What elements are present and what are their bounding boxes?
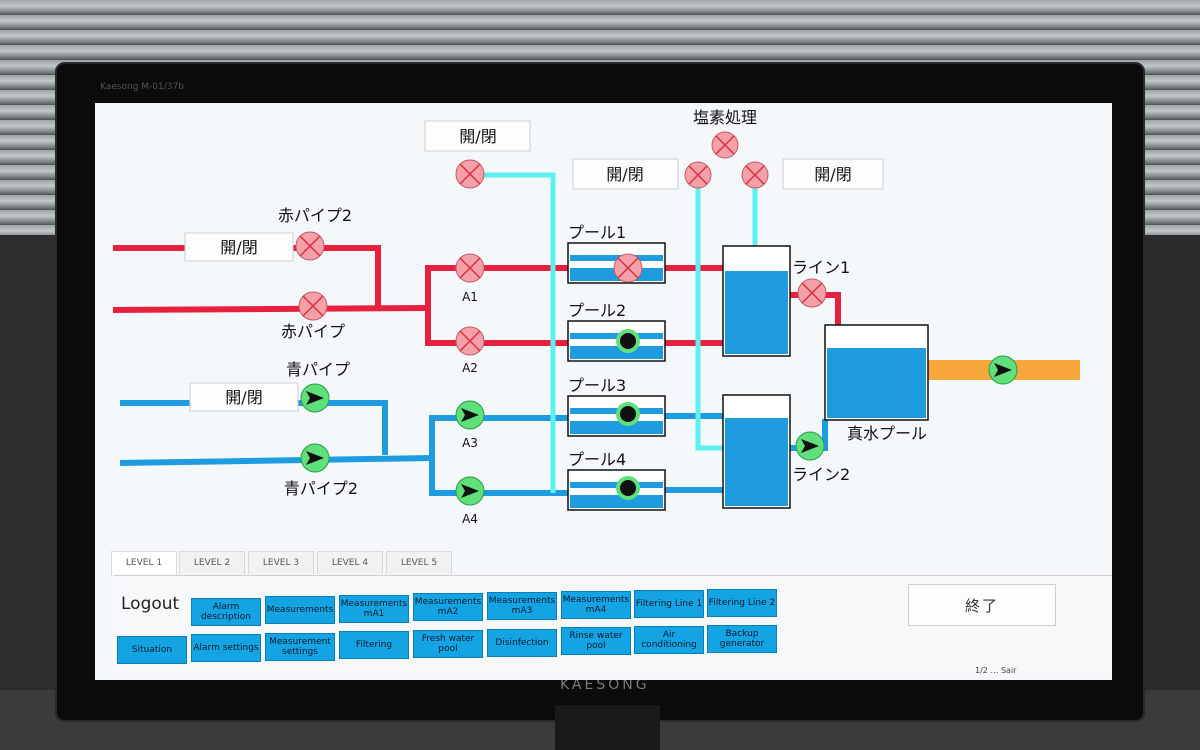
label-red-pipe-2: 赤パイプ2 xyxy=(278,206,352,225)
line-1-tank xyxy=(722,245,791,357)
svg-text:開/閉: 開/閉 xyxy=(225,388,262,407)
valve-a3-icon xyxy=(455,400,485,430)
svg-text:開/閉: 開/閉 xyxy=(220,238,257,257)
tab-level-3[interactable]: LEVEL 3 xyxy=(248,551,314,574)
label-pool4: プール4 xyxy=(568,450,626,469)
svg-text:開/閉: 開/閉 xyxy=(459,127,496,146)
measurements-ma3-button[interactable]: Measurements mA3 xyxy=(487,592,557,620)
blue-pipe-2-line xyxy=(119,455,433,466)
pump-pool4-icon xyxy=(616,476,640,500)
cyan-line1-feed xyxy=(695,175,723,451)
open-close-button-chlorine-left: 開/閉 xyxy=(572,158,679,190)
tab-level-2[interactable]: LEVEL 2 xyxy=(179,551,245,574)
valve-blue-pipe-icon xyxy=(300,383,330,413)
logout-button[interactable]: Logout xyxy=(121,594,180,614)
valve-chlorine-top-icon xyxy=(711,131,739,159)
svg-text:開/閉: 開/閉 xyxy=(814,165,851,184)
label-blue-pipe: 青パイプ xyxy=(286,360,350,379)
red-branch-a1 xyxy=(425,265,568,308)
label-pool3: プール3 xyxy=(568,376,626,395)
label-a4: A4 xyxy=(462,512,478,526)
measurements-ma2-button[interactable]: Measurements mA2 xyxy=(413,593,483,621)
open-close-buttons[interactable]: 開/閉 開/閉 開/閉 開/閉 開/閉 xyxy=(184,120,884,412)
label-a2: A2 xyxy=(462,361,478,375)
valve-red-pipe-icon xyxy=(298,291,328,321)
measurements-ma1-button[interactable]: Measurements mA1 xyxy=(339,595,409,623)
pump-pool3-icon xyxy=(616,402,640,426)
open-valves[interactable] xyxy=(300,355,1018,506)
filtering-line-1-button[interactable]: Filtering Line 1 xyxy=(634,590,704,618)
open-close-button-top: 開/閉 xyxy=(424,120,531,152)
disinfection-button[interactable]: Disinfection xyxy=(487,629,557,657)
label-pool1: プール1 xyxy=(568,223,626,242)
valve-a4-icon xyxy=(455,476,485,506)
label-chlorine: 塩素処理 xyxy=(693,108,757,127)
measurement-settings-button[interactable]: Measurement settings xyxy=(265,633,335,661)
valve-line1-icon xyxy=(797,278,827,308)
blue-branch-a3 xyxy=(429,415,568,458)
svg-text:開/閉: 開/閉 xyxy=(606,165,643,184)
navigation-panel: Logout Alarm description Measurements Me… xyxy=(113,575,1112,674)
tab-level-5[interactable]: LEVEL 5 xyxy=(386,551,452,574)
monitor-model-label: Kaesong M-01/37b xyxy=(100,82,184,92)
cyan-main xyxy=(473,172,556,493)
label-a3: A3 xyxy=(462,436,478,450)
scada-screen: 開/閉 開/閉 開/閉 開/閉 開/閉 赤パイプ2 赤パイプ 青パイプ xyxy=(95,103,1112,680)
open-close-button-chlorine-right: 開/閉 xyxy=(782,158,884,190)
red-branch-a2 xyxy=(425,308,568,346)
pumps[interactable] xyxy=(616,329,640,500)
monitor-brand: KAESONG xyxy=(560,677,650,693)
backup-generator-button[interactable]: Backup generator xyxy=(707,625,777,653)
pool-4 xyxy=(567,469,666,511)
red-pipe-line xyxy=(112,305,429,313)
filtering-button[interactable]: Filtering xyxy=(339,631,409,659)
tab-level-4[interactable]: LEVEL 4 xyxy=(317,551,383,574)
valve-cyan-top-icon xyxy=(455,159,485,189)
fresh-water-pool-button[interactable]: Fresh water pool xyxy=(413,630,483,658)
valve-blue-pipe-2-icon xyxy=(300,443,330,473)
footer-small-text: 1/2 … Sair xyxy=(975,666,1017,675)
valve-pool1-icon xyxy=(613,253,643,283)
situation-button[interactable]: Situation xyxy=(117,636,187,664)
rinse-water-pool-button[interactable]: Rinse water pool xyxy=(561,627,631,655)
tab-level-1[interactable]: LEVEL 1 xyxy=(111,551,177,576)
process-diagram: 開/閉 開/閉 開/閉 開/閉 開/閉 赤パイプ2 赤パイプ 青パイプ xyxy=(112,108,1080,526)
label-line2: ライン2 xyxy=(792,465,850,484)
measurements-ma4-button[interactable]: Measurements mA4 xyxy=(561,591,631,619)
line-2-tank xyxy=(722,394,791,509)
exit-button[interactable]: 終了 xyxy=(908,584,1056,626)
filtering-line-2-button[interactable]: Filtering Line 2 xyxy=(707,589,777,617)
monitor-stand xyxy=(555,705,660,750)
pump-pool2-icon xyxy=(616,329,640,353)
label-pool2: プール2 xyxy=(568,301,626,320)
open-close-button-red: 開/閉 xyxy=(184,232,294,262)
valve-line2-icon xyxy=(795,431,825,461)
valve-red-pipe-2-icon xyxy=(295,231,325,261)
valve-outlet-icon xyxy=(988,355,1018,385)
label-line1: ライン1 xyxy=(792,258,850,277)
label-red-pipe: 赤パイプ xyxy=(281,322,345,341)
open-close-button-blue: 開/閉 xyxy=(189,382,299,412)
label-blue-pipe-2: 青パイプ2 xyxy=(284,479,358,498)
fresh-water-pool-tank xyxy=(824,324,929,421)
air-conditioning-button[interactable]: Air conditioning xyxy=(634,626,704,654)
diagram-labels: 赤パイプ2 赤パイプ 青パイプ 青パイプ2 塩素処理 プール1 プール2 プール… xyxy=(278,108,927,526)
valve-a1-icon xyxy=(455,253,485,283)
blue-pipes xyxy=(119,400,828,496)
measurements-button[interactable]: Measurements xyxy=(265,596,335,624)
valve-chlorine-left-icon xyxy=(684,161,712,189)
valve-chlorine-right-icon xyxy=(741,161,769,189)
closed-valves[interactable] xyxy=(295,131,827,356)
label-fresh-pool: 真水プール xyxy=(847,424,927,443)
label-a1: A1 xyxy=(462,290,478,304)
blue-branch-a4 xyxy=(429,458,568,496)
alarm-description-button[interactable]: Alarm description xyxy=(191,598,261,626)
valve-a2-icon xyxy=(455,326,485,356)
alarm-settings-button[interactable]: Alarm settings xyxy=(191,634,261,662)
